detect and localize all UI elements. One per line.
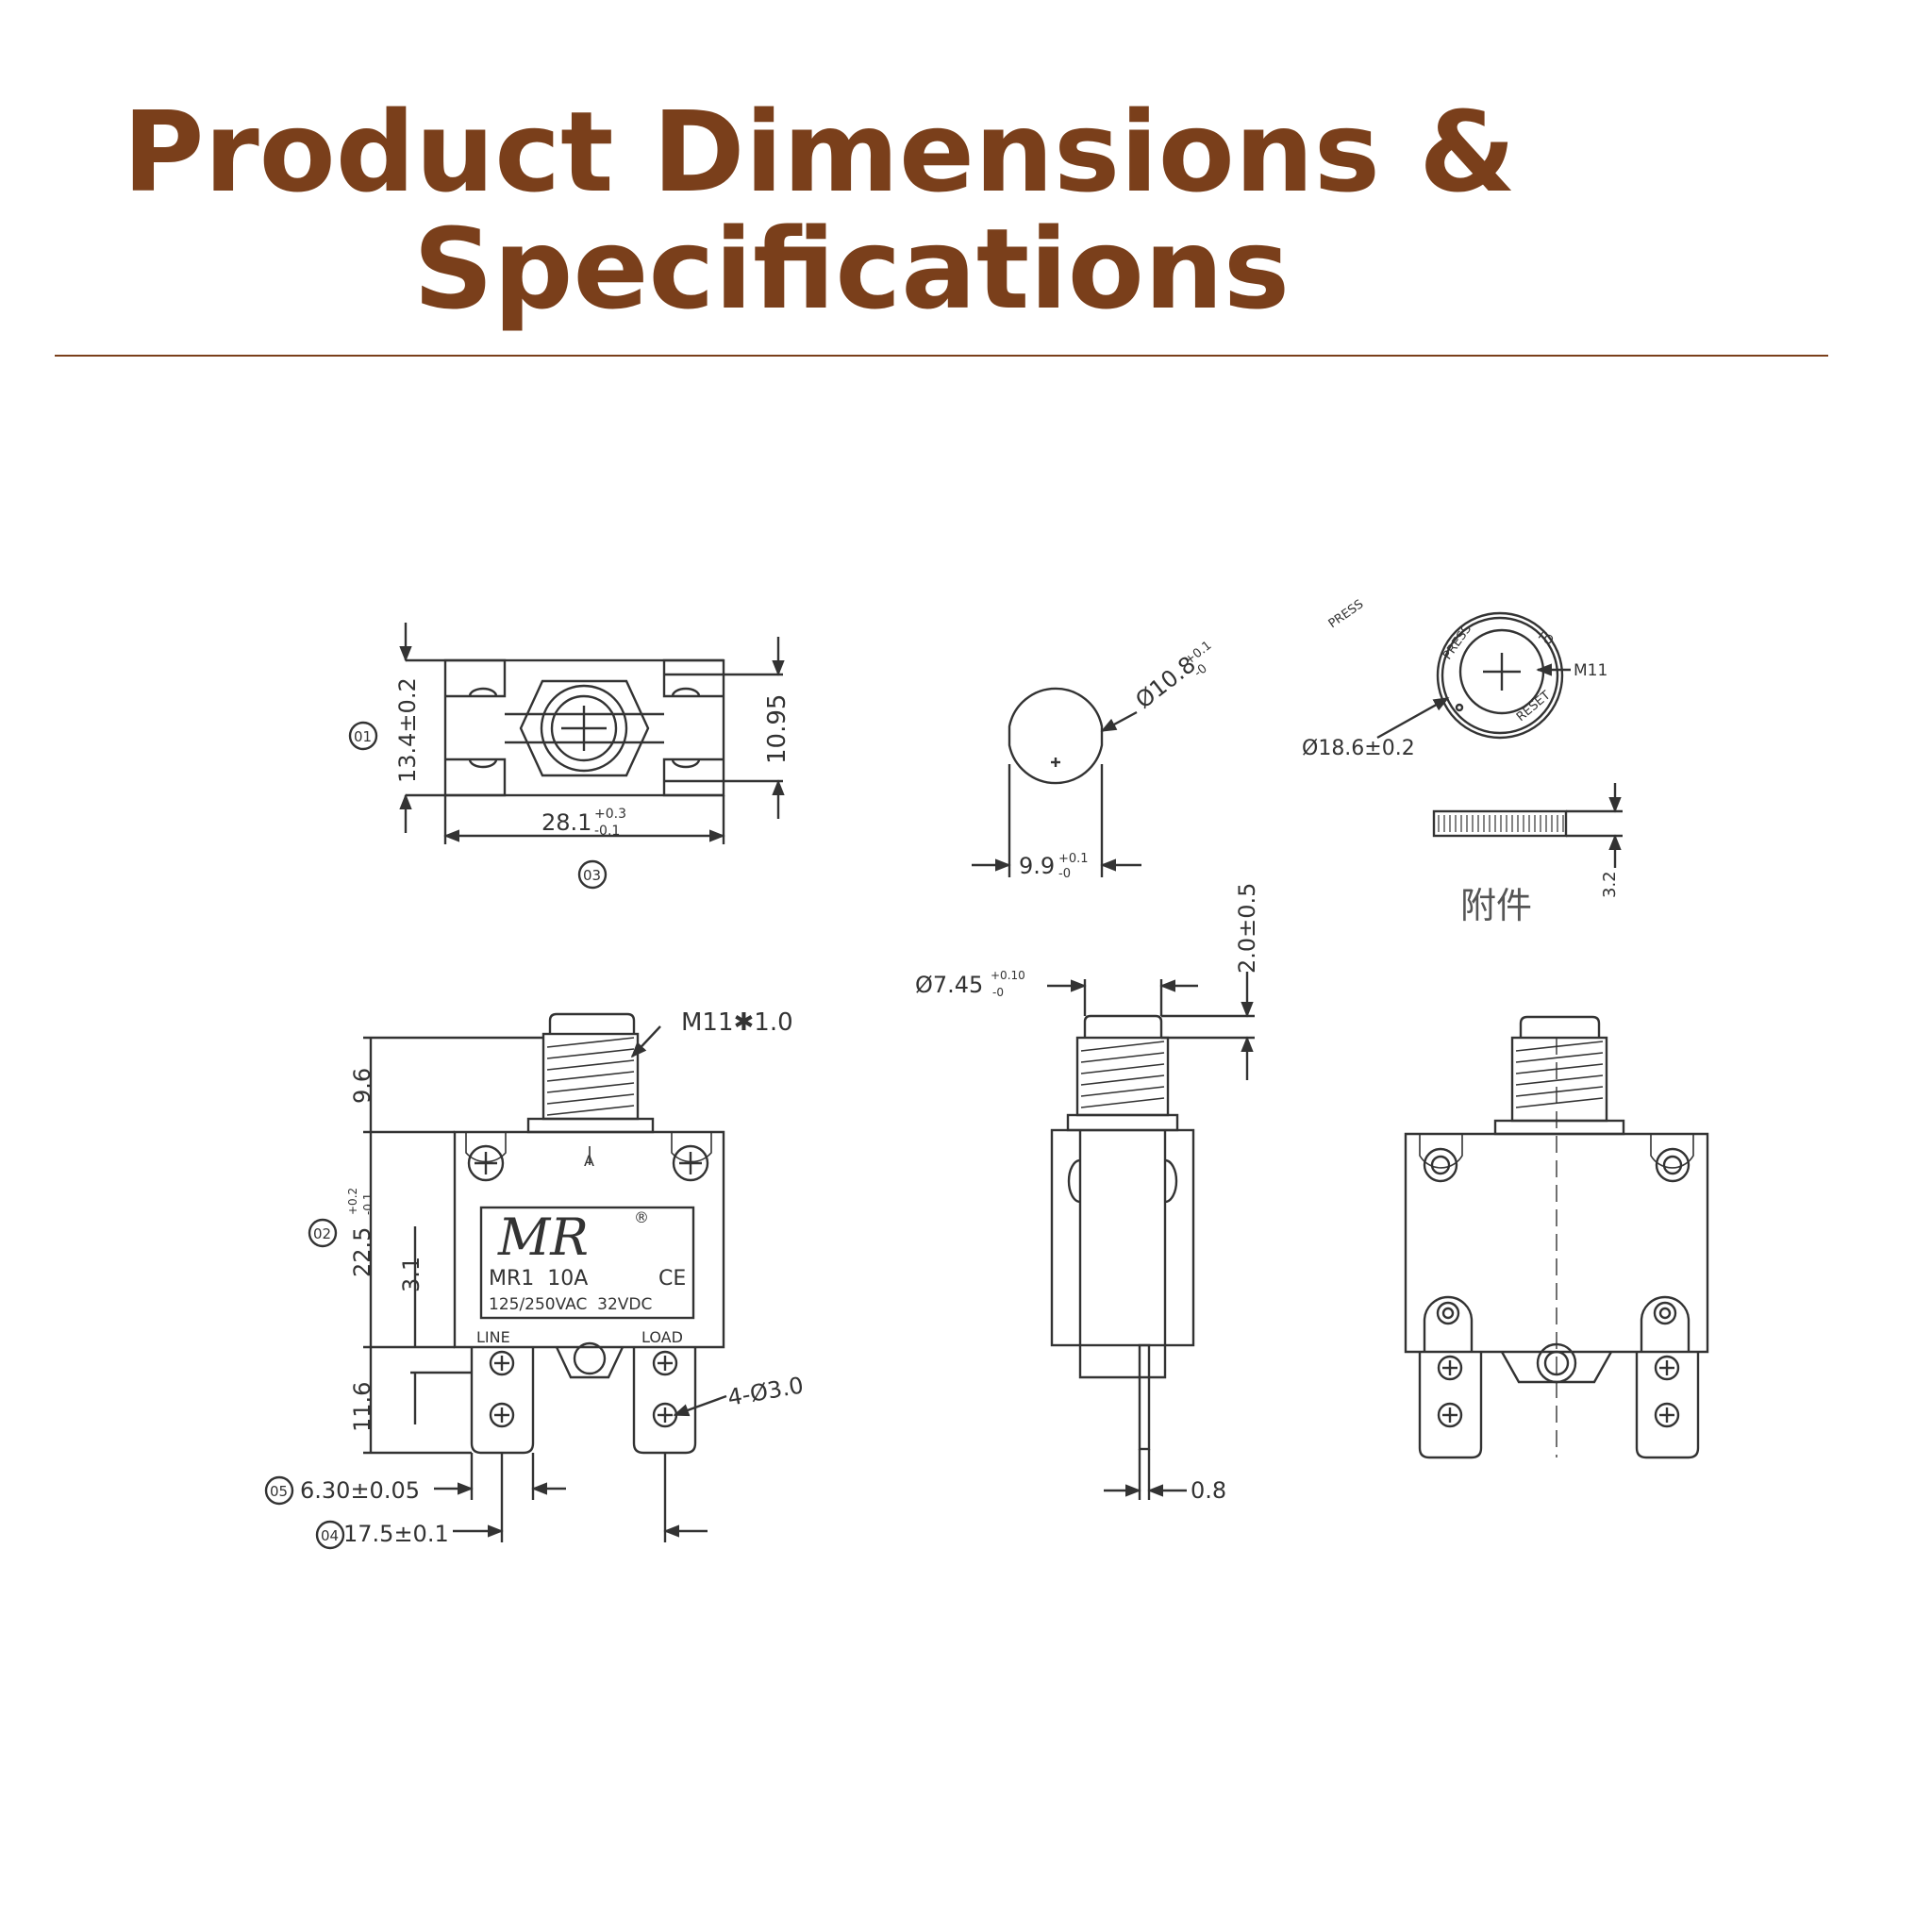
front-stem-top — [548, 1012, 636, 1034]
nut-side-profile — [1432, 809, 1568, 838]
button-width-tol-plus: +0.1 — [1058, 852, 1089, 866]
label-ce: CE — [658, 1267, 686, 1291]
top-view-notch-bl — [445, 758, 507, 797]
top-view-notch-tl — [445, 658, 507, 698]
button-width-label: 9.9 — [1019, 853, 1055, 879]
back-body — [1404, 1132, 1709, 1354]
brand-registered: ® — [634, 1208, 649, 1226]
holes-label: 4-Ø3.0 — [725, 1372, 806, 1411]
side-terminal — [1138, 1343, 1151, 1451]
side-body — [1050, 1128, 1195, 1347]
top-height-dim: 13.4±0.2 — [394, 677, 421, 783]
rating-label-box — [479, 1206, 695, 1320]
side-view — [1047, 972, 1255, 1500]
side-travel-label: 2.0±0.5 — [1234, 883, 1260, 974]
load-label: LOAD — [641, 1328, 683, 1346]
top-view-notch-tr — [662, 658, 724, 698]
side-dia-tol-minus: -0 — [992, 986, 1004, 999]
brand-logo: MR — [497, 1208, 589, 1267]
ref-label-04: 04 — [321, 1527, 339, 1544]
button-cap-outline — [1008, 687, 1104, 785]
ref-circle-01 — [348, 721, 378, 751]
nut-thickness-label: 3.2 — [1600, 871, 1620, 898]
line-label: LINE — [476, 1328, 510, 1346]
nut-dia-label: Ø18.6±0.2 — [1302, 737, 1415, 760]
button-cap-view — [972, 687, 1141, 877]
title-line-2: Specifications — [413, 204, 1291, 334]
ref-circle-04 — [315, 1520, 345, 1550]
top-view-hex-nut — [519, 679, 650, 777]
top-view — [348, 623, 785, 890]
front-h2-tol-plus: +0.2 — [346, 1188, 359, 1215]
ref-label-02: 02 — [313, 1225, 331, 1242]
axis-mark: A — [584, 1152, 594, 1170]
nut-thread-label: M11 — [1574, 661, 1607, 680]
front-h3: 3.1 — [398, 1257, 425, 1292]
front-h2: 22.5 — [349, 1227, 375, 1277]
side-thickness-label: 0.8 — [1191, 1477, 1226, 1504]
ref-circle-03 — [577, 859, 608, 890]
label-model: MR1 10A — [489, 1267, 588, 1291]
nut-outer-ring — [1436, 611, 1564, 740]
nut-press-text: PRESS — [1326, 597, 1367, 631]
title-divider — [55, 355, 1828, 357]
nut-ring-press: PRESS — [1441, 623, 1474, 663]
top-width-dim: 28.1 — [541, 809, 591, 836]
front-thread-label: M11✱1.0 — [681, 1008, 793, 1037]
front-body — [453, 1130, 725, 1349]
button-width-tol-minus: -0 — [1058, 867, 1071, 881]
front-h1: 9.6 — [349, 1068, 375, 1104]
top-width-tol-minus: -0.1 — [594, 824, 620, 839]
accessory-label: 附件 — [1460, 885, 1532, 926]
front-view — [264, 1012, 727, 1550]
top-view-body — [443, 658, 725, 797]
front-h2-tol-minus: -0.1 — [361, 1193, 375, 1215]
side-dia-tol-plus: +0.10 — [991, 969, 1025, 982]
ref-circle-02 — [308, 1218, 338, 1248]
tab-width-label: 6.30±0.05 — [300, 1477, 420, 1504]
nut-view — [1376, 611, 1623, 868]
label-rating: 125/250VAC 32VDC — [489, 1295, 652, 1314]
back-view — [1404, 1015, 1709, 1459]
tab-spacing-label: 17.5±0.1 — [343, 1521, 449, 1547]
top-view-notch-br — [662, 758, 724, 797]
ref-label-03: 03 — [583, 867, 601, 884]
ref-label-05: 05 — [270, 1483, 288, 1500]
ref-label-01: 01 — [354, 728, 372, 745]
top-width-tol-plus: +0.3 — [594, 807, 626, 822]
front-h4: 11.6 — [349, 1382, 375, 1432]
ref-circle-05 — [264, 1475, 294, 1506]
side-dia-label: Ø7.45 — [915, 972, 983, 998]
title-line-1: Product Dimensions & — [123, 87, 1517, 217]
top-inner-dim: 10.95 — [763, 694, 791, 764]
